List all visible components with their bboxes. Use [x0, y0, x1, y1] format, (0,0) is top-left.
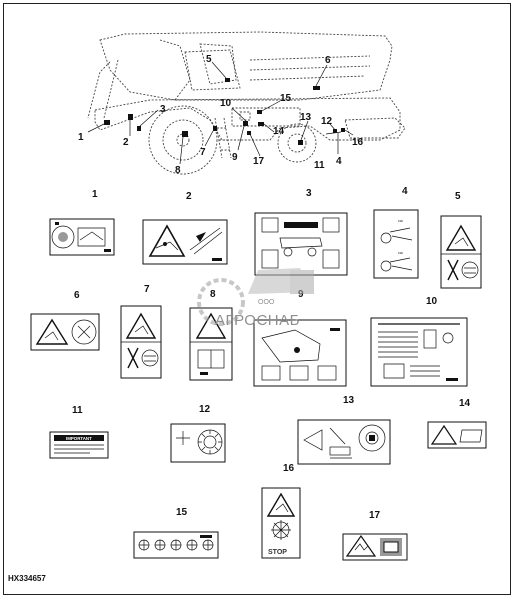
- combine-outline: [87, 31, 406, 175]
- watermark-prefix: ООО: [258, 299, 275, 306]
- decal-6: 6: [30, 290, 100, 351]
- svg-text:ccc: ccc: [398, 251, 403, 255]
- decal-8-number: 8: [210, 289, 216, 300]
- decal-14-number: 14: [459, 398, 471, 409]
- decal-10-number: 10: [426, 296, 438, 307]
- decal-3: 3: [254, 188, 348, 276]
- decal-16-caption: STOP: [268, 549, 287, 556]
- decal-15-number: 15: [176, 507, 188, 518]
- decal-10: 10: [370, 296, 468, 387]
- decal-1: 1: [49, 189, 115, 256]
- decal-8: 8: [189, 289, 233, 381]
- decal-2-number: 2: [186, 191, 192, 202]
- callout-6: 6: [325, 55, 331, 66]
- decal-3-number: 3: [306, 188, 312, 199]
- figure-code: HX334657: [8, 574, 46, 583]
- decal-9: 9: [253, 289, 347, 387]
- callout-11: 11: [314, 160, 325, 171]
- callout-9: 9: [232, 152, 238, 163]
- decal-5-number: 5: [455, 191, 461, 202]
- decal-4: 4 ccc ccc: [373, 186, 419, 279]
- callout-10: 10: [220, 98, 232, 109]
- callout-13: 13: [300, 112, 312, 123]
- decal-2: 2: [142, 191, 228, 265]
- callout-7: 7: [200, 147, 206, 158]
- decal-17-number: 17: [369, 510, 381, 521]
- decal-16: 16 STOP: [261, 463, 301, 559]
- decal-9-number: 9: [298, 289, 304, 300]
- svg-text:ccc: ccc: [398, 219, 403, 223]
- decal-12: 12: [170, 404, 226, 463]
- decal-4-number: 4: [402, 186, 408, 197]
- callout-1: 1: [78, 132, 84, 143]
- decal-1-number: 1: [92, 189, 98, 200]
- callout-15: 15: [280, 93, 292, 104]
- decal-15: 15: [133, 507, 219, 559]
- callout-2: 2: [123, 137, 129, 148]
- machine-callouts: 1 2 3 4 5 6 7 8 9 10 11 12 13 14 15 16 1…: [78, 54, 364, 176]
- callout-8: 8: [175, 165, 181, 176]
- drawing-frame: [3, 3, 511, 595]
- watermark-emblem: [197, 268, 314, 326]
- callout-12: 12: [321, 116, 333, 127]
- decal-17: 17: [342, 510, 408, 561]
- decal-11-number: 11: [72, 405, 83, 416]
- watermark-text: АГРОСНАБ: [215, 312, 300, 329]
- callout-3: 3: [160, 104, 166, 115]
- decal-16-number: 16: [283, 463, 295, 474]
- decal-13: 13: [297, 395, 391, 465]
- decal-11: 11 IMPORTANT: [49, 405, 109, 459]
- decal-7: 7: [120, 284, 162, 379]
- callout-4: 4: [336, 156, 342, 167]
- decal-13-number: 13: [343, 395, 355, 406]
- decal-7-number: 7: [144, 284, 150, 295]
- decal-11-caption: IMPORTANT: [66, 436, 92, 441]
- decal-14: 14: [427, 398, 487, 449]
- callout-14: 14: [273, 126, 285, 137]
- callout-leaders: [87, 61, 354, 165]
- callout-5: 5: [206, 54, 212, 65]
- callout-17: 17: [253, 156, 265, 167]
- decal-5: 5: [440, 191, 482, 289]
- decal-6-number: 6: [74, 290, 80, 301]
- decal-12-number: 12: [199, 404, 211, 415]
- callout-16: 16: [352, 137, 364, 148]
